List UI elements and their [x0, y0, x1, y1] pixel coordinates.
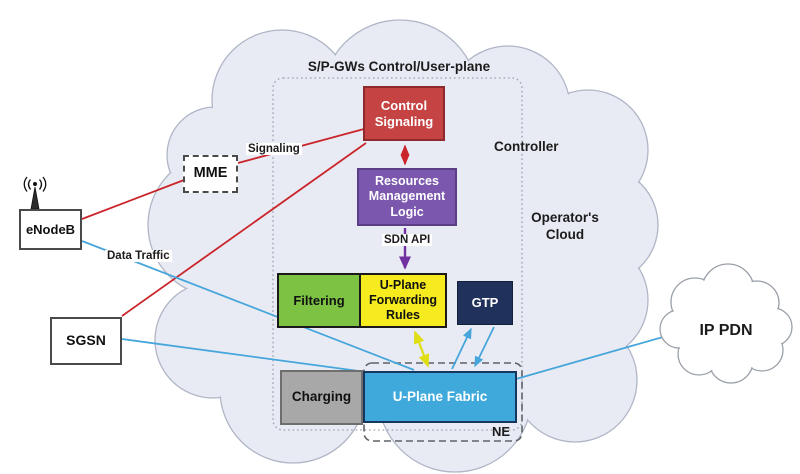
- data-traffic-links: [81, 240, 671, 380]
- signaling-edge-label: Signaling: [246, 143, 302, 155]
- node-resources-management-logic: Resources Management Logic: [357, 168, 457, 226]
- data-traffic-edge-label: Data Traffic: [105, 250, 172, 262]
- node-filtering-label: Filtering: [293, 292, 345, 308]
- ne-label: NE: [492, 424, 511, 439]
- sdn-api-edge-label: SDN API: [382, 234, 433, 246]
- link-enodeb-mme: [81, 179, 185, 220]
- node-enodeb-label: eNodeB: [25, 221, 76, 237]
- node-uplane-fabric: U-Plane Fabric: [363, 371, 517, 423]
- node-control-signaling-label: Control Signaling: [374, 97, 434, 129]
- controller-label: Controller: [494, 139, 559, 154]
- node-resources-management-logic-label: Resources Management Logic: [368, 174, 446, 219]
- node-gtp-label: GTP: [471, 295, 499, 311]
- node-uplane-forwarding-rules: U-Plane Forwarding Rules: [359, 273, 447, 328]
- link-sgsn-fabric: [121, 338, 367, 373]
- node-filtering: Filtering: [277, 273, 361, 328]
- node-sgsn-label: SGSN: [66, 332, 106, 349]
- node-control-signaling: Control Signaling: [363, 86, 445, 141]
- node-enodeb: eNodeB: [19, 209, 82, 250]
- operators-cloud-line2: Cloud: [545, 226, 585, 242]
- node-uplane-fabric-label: U-Plane Fabric: [392, 388, 488, 404]
- node-charging-label: Charging: [291, 389, 352, 405]
- node-uplane-forwarding-rules-label: U-Plane Forwarding Rules: [368, 277, 438, 323]
- node-sgsn: SGSN: [50, 317, 122, 365]
- ne-dashed-container: [363, 362, 523, 442]
- link-fabric-ippdn: [515, 334, 671, 380]
- antenna-icon: [23, 176, 47, 210]
- ippdn-cloud-shape: [659, 263, 793, 384]
- link-sgsn-control-signaling: [121, 142, 367, 317]
- arrow-rules-fabric: [413, 330, 430, 368]
- arrow-gtp-to-fabric: [474, 326, 495, 368]
- node-gtp: GTP: [457, 281, 513, 325]
- operators-cloud-label: Operator's Cloud: [515, 210, 615, 244]
- arrow-fabric-to-gtp: [451, 327, 472, 370]
- spgw-dotted-container: [272, 77, 523, 431]
- diagram-title: S/P-GWs Control/User-plane: [307, 59, 491, 74]
- node-charging: Charging: [280, 370, 363, 425]
- operators-cloud-line1: Operator's: [531, 210, 599, 225]
- link-enodeb-fabric: [81, 240, 415, 371]
- node-ippdn-label: IP PDN: [699, 322, 753, 339]
- node-mme-label: MME: [193, 165, 228, 182]
- node-mme: MME: [183, 155, 238, 193]
